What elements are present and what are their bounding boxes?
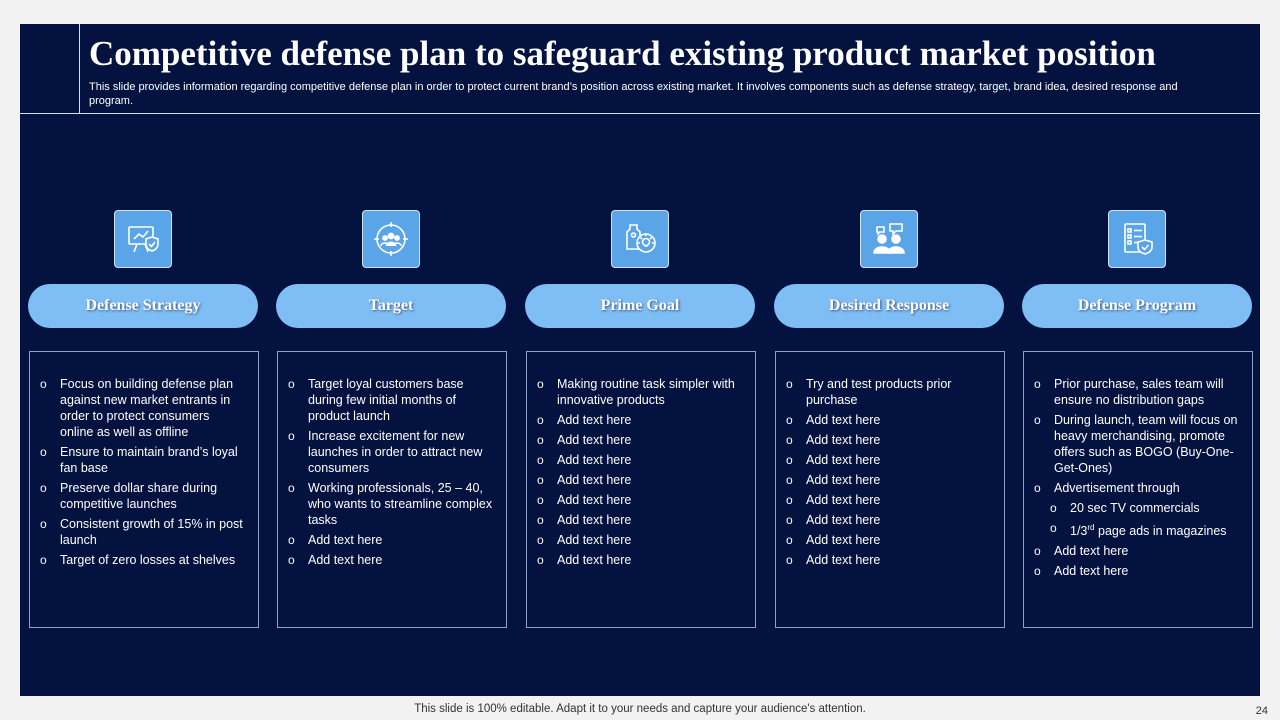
slide-title: Competitive defense plan to safeguard ex…	[89, 34, 1156, 73]
page-number: 24	[1255, 705, 1268, 717]
bullet-item: Add text here	[537, 492, 743, 508]
bullet-item: Add text here	[537, 552, 743, 568]
bullet-item: Try and test products prior purchase	[786, 376, 992, 408]
audience-target-icon	[362, 210, 420, 268]
bullet-list: Try and test products prior purchaseAdd …	[786, 376, 992, 568]
bullet-item: Add text here	[288, 552, 494, 568]
title-divider-vertical	[79, 24, 80, 113]
content-card: Try and test products prior purchaseAdd …	[775, 351, 1005, 628]
bullet-item: Add text here	[537, 472, 743, 488]
heading-pill: Target	[276, 284, 506, 328]
bullet-item: Add text here	[537, 452, 743, 468]
bullet-item: Add text here	[786, 472, 992, 488]
bullet-item: Add text here	[786, 452, 992, 468]
bullet-item: Add text here	[537, 432, 743, 448]
bullet-item: Increase excitement for new launches in …	[288, 428, 494, 476]
bullet-item: Add text here	[786, 552, 992, 568]
sub-bullet-item: 1/3rd page ads in magazines	[1050, 520, 1240, 539]
bullet-item: Add text here	[786, 432, 992, 448]
tag-idea-icon	[611, 210, 669, 268]
content-card: Prior purchase, sales team will ensure n…	[1023, 351, 1253, 628]
bullet-item: During launch, team will focus on heavy …	[1034, 412, 1240, 476]
bullet-item: Add text here	[537, 512, 743, 528]
heading-pill: Prime Goal	[525, 284, 755, 328]
bullet-item: Add text here	[786, 512, 992, 528]
column-target: Target Target loyal customers base durin…	[276, 210, 508, 628]
column-defense-strategy: Defense Strategy Focus on building defen…	[28, 210, 260, 628]
heading-pill: Desired Response	[774, 284, 1004, 328]
heading-pill: Defense Strategy	[28, 284, 258, 328]
bullet-item: Add text here	[537, 532, 743, 548]
bullet-item: Prior purchase, sales team will ensure n…	[1034, 376, 1240, 408]
bullet-item: Ensure to maintain brand’s loyal fan bas…	[40, 444, 246, 476]
checklist-shield-icon	[1108, 210, 1166, 268]
bullet-list: Focus on building defense plan against n…	[40, 376, 246, 568]
bullet-item: Target of zero losses at shelves	[40, 552, 246, 568]
bullet-item: Add text here	[786, 532, 992, 548]
column-desired-response: Desired Response Try and test products p…	[774, 210, 1006, 628]
bullet-item: Target loyal customers base during few i…	[288, 376, 494, 424]
bullet-list: Prior purchase, sales team will ensure n…	[1034, 376, 1240, 579]
slide: Competitive defense plan to safeguard ex…	[20, 24, 1260, 696]
column-defense-program: Defense Program Prior purchase, sales te…	[1022, 210, 1254, 628]
bullet-list: Target loyal customers base during few i…	[288, 376, 494, 568]
content-card: Focus on building defense plan against n…	[29, 351, 259, 628]
bullet-item: Add text here	[1034, 543, 1240, 559]
bullet-item: Add text here	[786, 412, 992, 428]
title-divider-horizontal	[20, 113, 1260, 114]
footer-note: This slide is 100% editable. Adapt it to…	[414, 703, 866, 715]
column-prime-goal: Prime Goal Making routine task simpler w…	[525, 210, 757, 628]
bullet-item: Making routine task simpler with innovat…	[537, 376, 743, 408]
slide-subtitle: This slide provides information regardin…	[89, 81, 1178, 107]
content-card: Making routine task simpler with innovat…	[526, 351, 756, 628]
bullet-item: Add text here	[1034, 563, 1240, 579]
heading-pill: Defense Program	[1022, 284, 1252, 328]
sub-bullet-item: 20 sec TV commercials	[1050, 500, 1240, 516]
bullet-item: Add text here	[288, 532, 494, 548]
people-conversation-icon	[860, 210, 918, 268]
content-card: Target loyal customers base during few i…	[277, 351, 507, 628]
bullet-item: Working professionals, 25 – 40, who want…	[288, 480, 494, 528]
bullet-item: Add text here	[537, 412, 743, 428]
bullet-item: Advertisement through	[1034, 480, 1240, 496]
bullet-item: Preserve dollar share during competitive…	[40, 480, 246, 512]
presentation-shield-icon	[114, 210, 172, 268]
bullet-item: Add text here	[786, 492, 992, 508]
bullet-list: Making routine task simpler with innovat…	[537, 376, 743, 568]
bullet-item: Focus on building defense plan against n…	[40, 376, 246, 440]
bullet-item: Consistent growth of 15% in post launch	[40, 516, 246, 548]
